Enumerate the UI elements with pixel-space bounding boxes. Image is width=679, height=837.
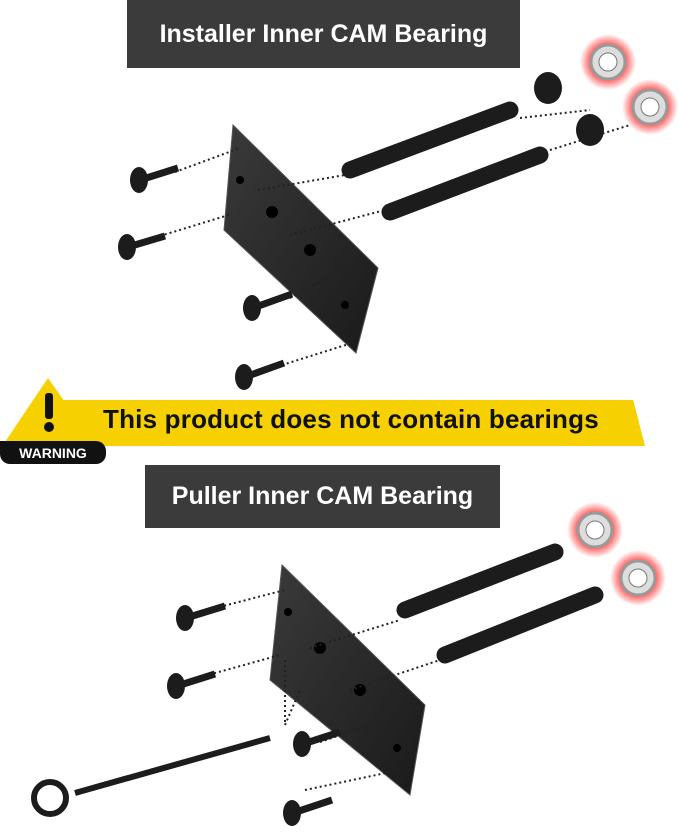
puller-screws <box>396 543 604 664</box>
warning-bar <box>55 400 645 446</box>
warning-message: This product does not contain bearings <box>103 404 599 434</box>
installer-plate <box>223 123 379 354</box>
puller-bolts <box>167 602 342 826</box>
warning-label: WARNING <box>0 441 106 464</box>
puller-title: Puller Inner CAM Bearing <box>145 465 500 528</box>
hook-rod <box>31 735 271 817</box>
puller-bearings <box>567 502 666 606</box>
installer-bolts <box>118 164 294 390</box>
installer-title: Installer Inner CAM Bearing <box>127 0 520 68</box>
puller-plate <box>269 563 426 796</box>
installer-bearings <box>580 34 678 135</box>
installer-screws <box>341 72 604 221</box>
